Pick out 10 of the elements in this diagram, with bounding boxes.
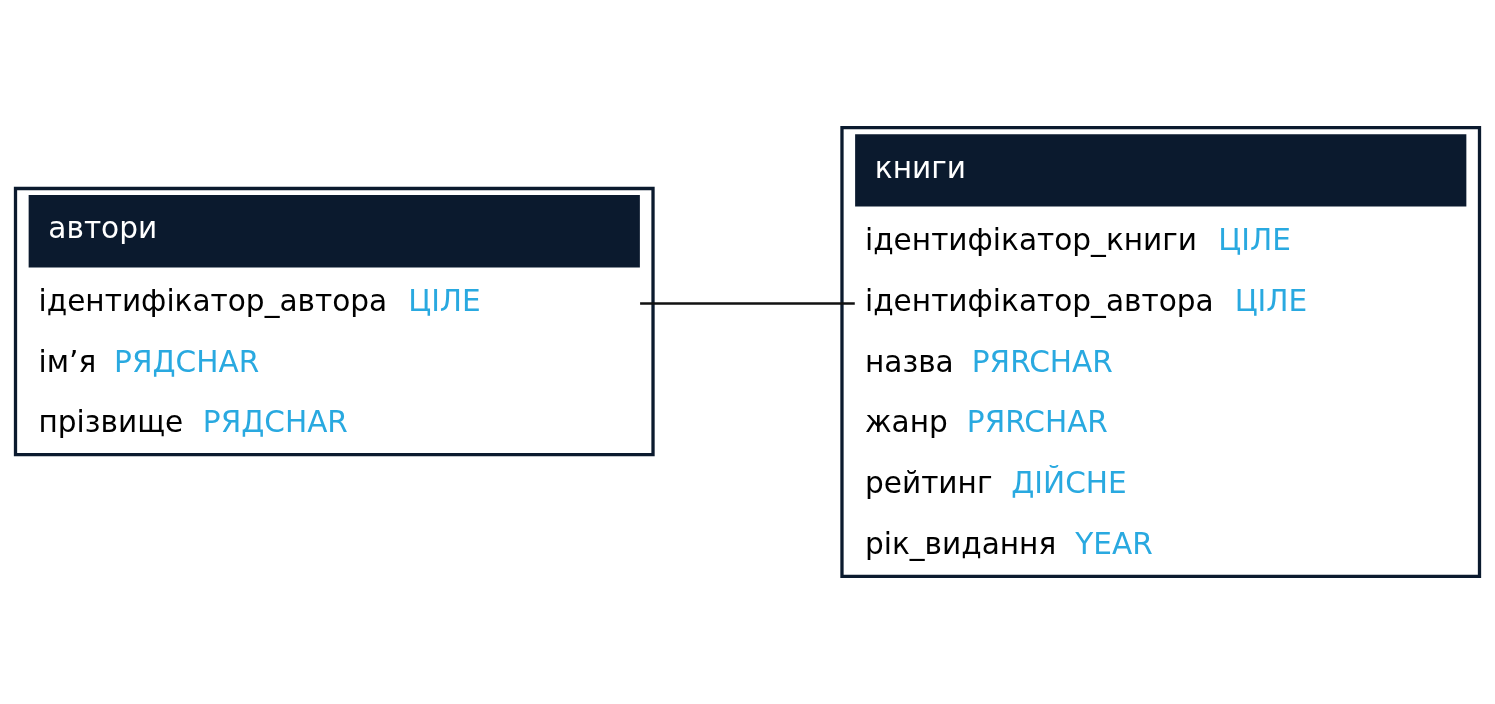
connector: [640, 302, 855, 305]
node-text: ідентифікатор_автора ЦІЛЕ: [864, 283, 1308, 318]
node-text: ідентифікатор_книги ЦІЛЕ: [864, 222, 1291, 257]
node-text: рік_видання YEAR: [864, 526, 1153, 561]
node-text: прізвище РЯДCHAR: [38, 405, 348, 440]
node-text: жанр РЯRCHAR: [864, 405, 1108, 440]
node-text: рейтинг ДІЙСНЕ: [864, 466, 1127, 501]
node-text: ім’я РЯДCHAR: [38, 344, 260, 379]
node-text: ідентифікатор_автора ЦІЛЕ: [38, 283, 481, 318]
node-text: назва РЯRCHAR: [864, 344, 1113, 379]
